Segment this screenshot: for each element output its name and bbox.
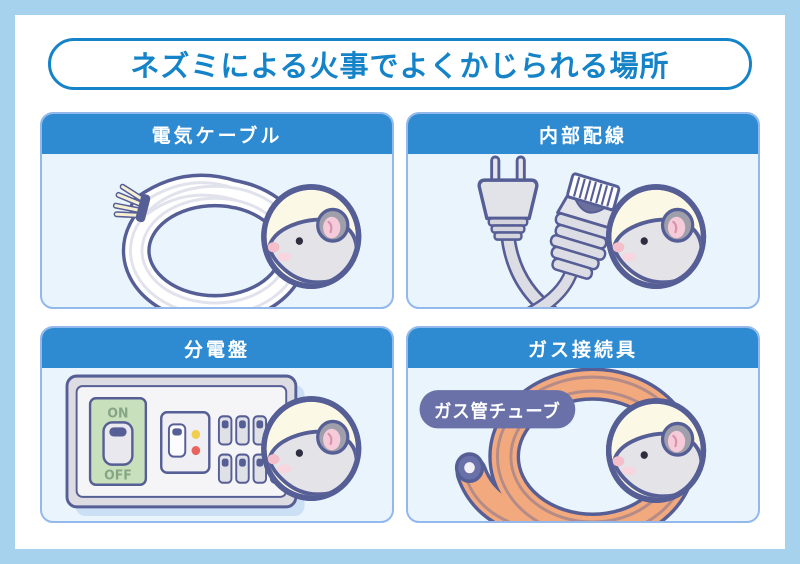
panel-internal-wiring-header: 内部配線	[408, 114, 758, 154]
exposed-wires-icon	[112, 183, 151, 223]
middle-breaker-module	[160, 411, 211, 474]
main-breaker-switch: ON OFF	[88, 396, 148, 487]
mouse-in-circle-icon	[609, 401, 717, 516]
breaker-panel-icon: ON OFF	[65, 374, 305, 516]
breaker-on-label: ON	[107, 406, 128, 421]
distribution-board-illustration: ON OFF	[65, 374, 392, 521]
panel-gas-connectors-header: ガス接続具	[408, 328, 758, 368]
breaker-off-label: OFF	[104, 468, 132, 483]
gas-connectors-illustration: ガス管チューブ	[419, 368, 758, 521]
panel-electric-cable: 電気ケーブル	[40, 112, 394, 309]
electric-cable-illustration	[112, 173, 392, 307]
panel-grid: 電気ケーブル	[40, 112, 760, 523]
panel-electric-cable-header: 電気ケーブル	[42, 114, 392, 154]
panel-distribution-board-title: 分電盤	[183, 338, 250, 361]
internal-wiring-illustration	[477, 155, 758, 307]
indicator-red-dot	[191, 446, 201, 456]
power-plug-icon	[477, 155, 558, 307]
panel-internal-wiring: 内部配線	[406, 112, 760, 309]
panel-electric-cable-title: 電気ケーブル	[151, 124, 283, 147]
panel-distribution-board-header: 分電盤	[42, 328, 392, 368]
page-title: ネズミによる火事でよくかじられる場所	[48, 38, 752, 90]
page-title-text: ネズミによる火事でよくかじられる場所	[130, 49, 670, 83]
indicator-yellow-dot	[191, 429, 201, 439]
panel-gas-connectors-title: ガス接続具	[527, 338, 638, 361]
gas-tube-badge-text: ガス管チューブ	[434, 400, 561, 422]
panel-internal-wiring-title: 内部配線	[538, 124, 627, 147]
panel-distribution-board: 分電盤 ON OFF	[40, 326, 394, 523]
mouse-in-circle-icon	[609, 187, 717, 302]
panel-gas-connectors: ガス接続具	[406, 326, 760, 523]
lan-connector-icon	[480, 172, 621, 307]
gas-tube-badge: ガス管チューブ	[419, 390, 576, 429]
